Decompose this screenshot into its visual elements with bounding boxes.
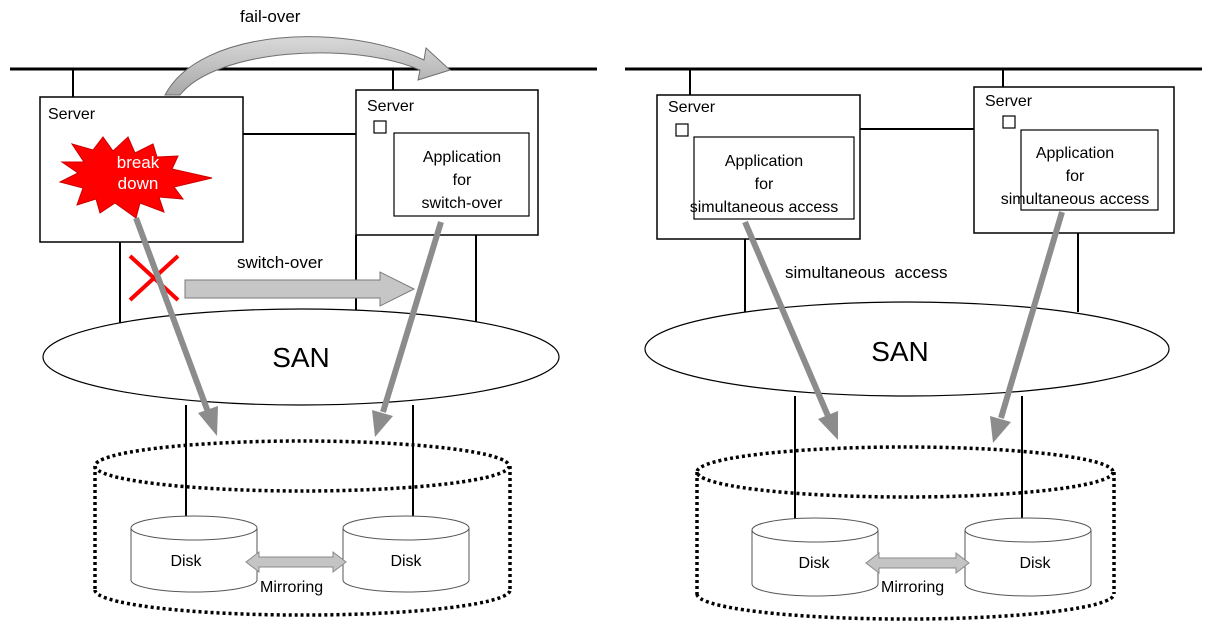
mirroring-arrow-right <box>865 551 970 575</box>
access-arrow-right-b <box>990 211 1065 443</box>
san-label-left: SAN <box>272 342 330 373</box>
disk-2-left-label: Disk <box>390 553 422 570</box>
breakdown-burst-icon <box>58 136 213 219</box>
failover-label: fail-over <box>240 7 301 26</box>
app-a-line2: for <box>755 176 774 193</box>
app-b-line3: simultaneous access <box>1001 191 1150 208</box>
app-small-square-a <box>675 123 689 137</box>
disk-2-left <box>342 515 470 593</box>
failover-arrow <box>164 36 451 96</box>
disk-1-left <box>130 515 258 593</box>
app-switchover-line1: Application <box>423 149 501 166</box>
mirroring-label-right: Mirroring <box>881 579 944 596</box>
failure-cross-icon <box>128 254 180 302</box>
san-ellipse-right <box>644 301 1170 397</box>
app-switchover-line2: for <box>453 172 472 189</box>
disk-2-right-label: Disk <box>1019 555 1051 572</box>
app-box-simultaneous-b <box>1020 129 1159 211</box>
breakdown-text-line2: down <box>118 174 159 193</box>
server-right-label: Server <box>367 98 415 115</box>
disk-2-right <box>964 517 1092 597</box>
app-a-line3: simultaneous access <box>690 199 839 216</box>
switchover-arrow <box>184 271 416 307</box>
disk-1-left-label: Disk <box>170 553 202 570</box>
left-panel: Server break down Server Application for… <box>10 7 597 617</box>
app-box-simultaneous-a <box>693 136 855 220</box>
app-switchover-line3: switch-over <box>422 195 504 212</box>
app-b-line2: for <box>1066 168 1085 185</box>
san-ellipse-left <box>42 308 560 406</box>
server-right-a-label: Server <box>668 99 716 116</box>
mirroring-label-left: Mirroring <box>260 579 323 596</box>
breakdown-text-line1: break <box>117 153 160 172</box>
server-right-b-label: Server <box>985 93 1033 110</box>
app-small-square-b <box>1002 115 1016 129</box>
app-box-switchover <box>393 132 530 217</box>
storage-pool-left <box>93 439 512 617</box>
mirroring-arrow-left <box>245 550 347 574</box>
storage-pool-right <box>695 445 1116 621</box>
switchover-label: switch-over <box>237 253 323 272</box>
app-b-line1: Application <box>1036 145 1114 162</box>
disk-1-right <box>751 517 879 597</box>
access-arrow-left-server <box>133 216 218 436</box>
app-a-line1: Application <box>725 153 803 170</box>
simultaneous-access-label: simultaneous access <box>785 263 948 282</box>
access-arrow-right-server <box>372 221 444 437</box>
right-panel: Server Application for simultaneous acce… <box>625 67 1202 621</box>
server-left-label: Server <box>48 106 96 123</box>
access-arrow-right-a <box>742 220 838 440</box>
app-small-square <box>373 120 387 134</box>
san-label-right: SAN <box>871 336 929 367</box>
disk-1-right-label: Disk <box>798 555 830 572</box>
